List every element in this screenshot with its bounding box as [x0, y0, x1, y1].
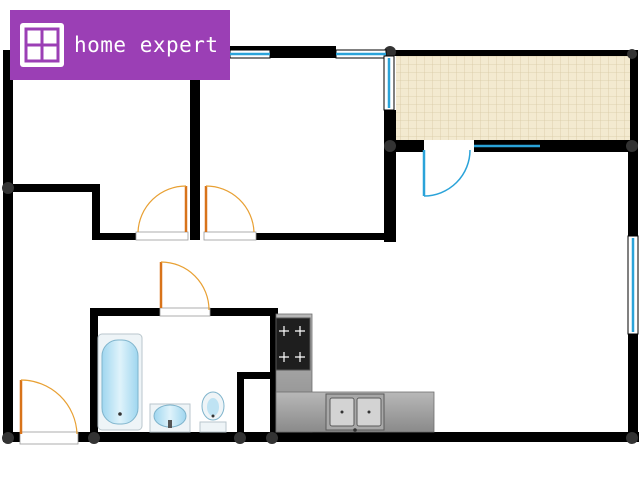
wall-bedroom1-stub [92, 184, 100, 240]
doors [19, 140, 474, 445]
wall-bedroom1-bottom-left [8, 184, 98, 192]
wall-junctions [2, 46, 638, 444]
kitchen [275, 313, 435, 433]
wall-bedroom2-right [384, 110, 396, 242]
wall-top-b [270, 46, 336, 58]
wall-bedroom1-bottom-right [92, 233, 136, 240]
wall-bath-left [90, 310, 98, 438]
bathtub-icon [97, 333, 143, 431]
wall-bottom [3, 432, 639, 442]
door-bedroom2 [203, 185, 257, 241]
wall-bath-top-right [210, 308, 276, 316]
wall-right-lower [628, 334, 638, 438]
logo-window-icon [20, 23, 64, 67]
balcony [396, 54, 630, 140]
wall-wc-top [237, 372, 273, 379]
brand-logo: home expert [10, 10, 230, 80]
wall-bath-top-left [90, 308, 160, 316]
door-balcony [422, 140, 474, 197]
wall-left [3, 50, 13, 442]
wall-top-a [230, 46, 270, 52]
wall-right-upper [628, 140, 638, 236]
wall-wc-left [237, 372, 244, 438]
kitchen-sink-icon [325, 393, 385, 432]
wall-bedroom2-bottom [256, 233, 392, 240]
stove-icon [275, 317, 311, 371]
wall-bedroom-divider [190, 78, 200, 240]
door-entrance [19, 379, 79, 445]
wall-balcony-top [386, 50, 638, 56]
windows [229, 49, 639, 335]
toilet-icon [199, 391, 227, 433]
sink-icon [149, 403, 191, 433]
bathroom-fixtures [97, 333, 227, 433]
wall-balcony-right [630, 50, 638, 146]
wall-bath-right [270, 308, 278, 438]
door-bedroom1 [135, 185, 189, 241]
balcony-floor [396, 54, 630, 140]
brand-name: home expert [74, 33, 219, 57]
door-bathroom [159, 261, 211, 317]
